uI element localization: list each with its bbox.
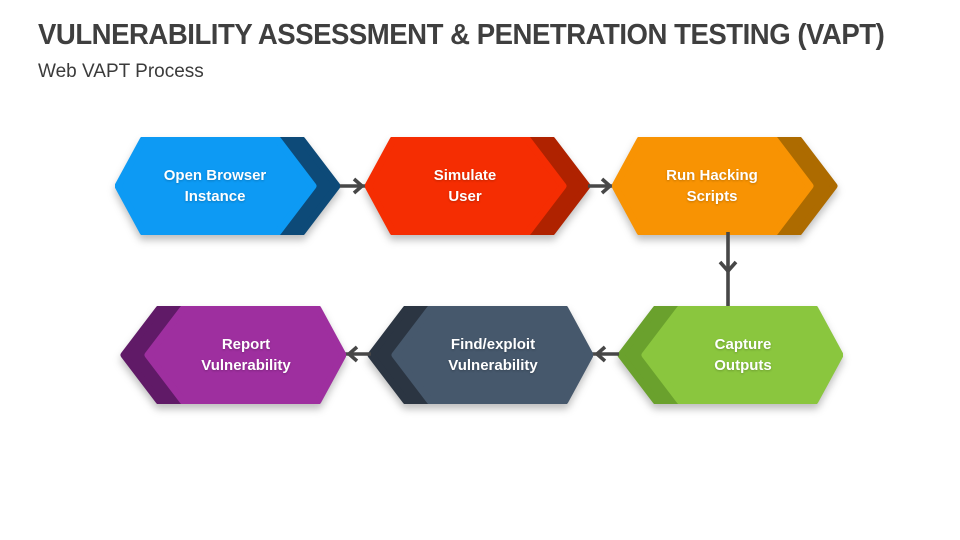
chevron-shape	[612, 137, 838, 235]
step-label-line2: Scripts	[686, 188, 738, 205]
step-label: Find/exploit Vulnerability	[395, 306, 591, 404]
step-label-line1: Capture	[714, 336, 772, 353]
step-capture-outputs: Capture Outputs	[617, 306, 843, 404]
step-find-exploit-vulnerability: Find/exploit Vulnerability	[367, 306, 593, 404]
chevron-front-shape	[612, 137, 814, 235]
chevron-shape	[115, 137, 341, 235]
chevron-front-shape	[144, 306, 346, 404]
step-report-vulnerability: Report Vulnerability	[120, 306, 346, 404]
step-label-line1: Open Browser	[163, 167, 267, 184]
step-label-line1: Find/exploit	[450, 336, 536, 353]
step-run-hacking-scripts: Run Hacking Scripts	[612, 137, 838, 235]
step-label-line1: Simulate	[433, 167, 497, 184]
step-label-line2: Vulnerability	[201, 357, 291, 374]
step-simulate-user: Simulate User	[365, 137, 591, 235]
slide-subtitle: Web VAPT Process	[38, 61, 204, 82]
flow-arrow-down	[718, 232, 738, 308]
step-label-line2: Instance	[184, 188, 246, 205]
step-label-line2: Outputs	[714, 357, 772, 374]
chevron-front-shape	[115, 137, 317, 235]
chevron-shape	[367, 306, 593, 404]
step-label-line2: User	[448, 188, 482, 205]
chevron-shape	[120, 306, 346, 404]
step-label-line1: Report	[221, 336, 271, 353]
flow-arrow-right-2	[588, 177, 615, 195]
flow-arrow-left-2	[344, 345, 371, 363]
step-label-line1: Run Hacking	[666, 167, 758, 184]
chevron-front-shape	[641, 306, 843, 404]
step-label-line2: Vulnerability	[448, 357, 538, 374]
step-label: Report Vulnerability	[148, 306, 344, 404]
flow-arrow-left-1	[592, 345, 619, 363]
chevron-front-shape	[365, 137, 567, 235]
chevron-front-shape	[391, 306, 593, 404]
step-label: Open Browser Instance	[117, 137, 313, 235]
step-label: Simulate User	[367, 137, 563, 235]
flow-arrow-right-1	[340, 177, 367, 195]
chevron-shape	[617, 306, 843, 404]
step-label: Capture Outputs	[645, 306, 841, 404]
chevron-shape	[365, 137, 591, 235]
step-label: Run Hacking Scripts	[614, 137, 810, 235]
step-open-browser-instance: Open Browser Instance	[115, 137, 341, 235]
slide-title: VULNERABILITY ASSESSMENT & PENETRATION T…	[38, 19, 885, 51]
